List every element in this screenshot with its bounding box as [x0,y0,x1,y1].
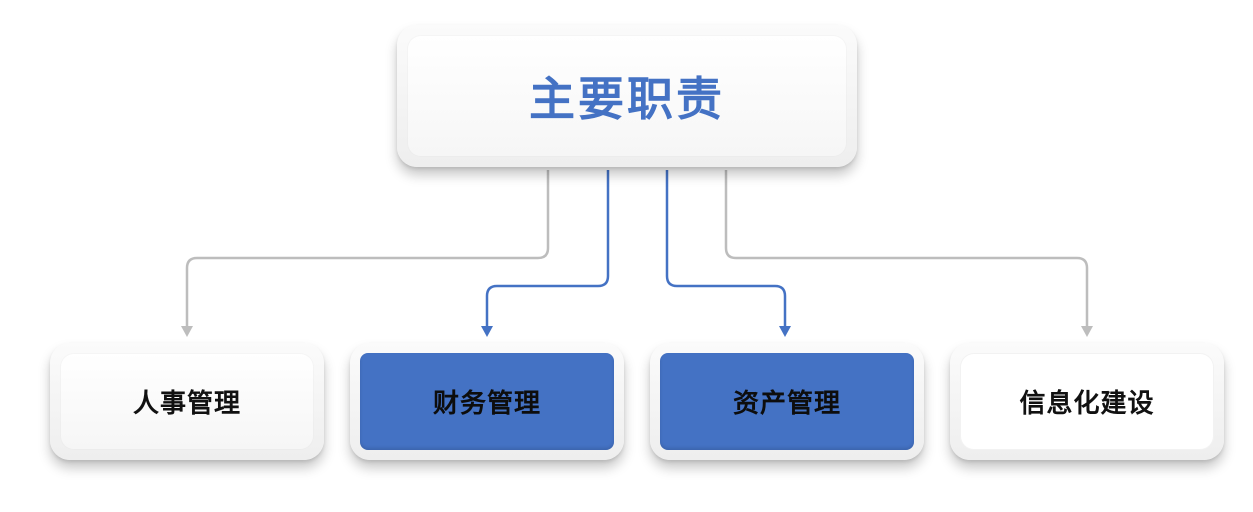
node-finance-label: 财务管理 [432,389,541,419]
node-finance-inner: 财务管理 [360,353,614,450]
root-node-label: 主要职责 [529,72,725,126]
root-node-inner: 主要职责 [407,35,847,157]
node-assets: 资产管理 [650,343,924,460]
connector-to-it [724,170,1093,337]
node-it: 信息化建设 [950,343,1224,460]
node-finance: 财务管理 [350,343,624,460]
node-assets-label: 资产管理 [732,389,841,419]
node-hr-label: 人事管理 [132,389,241,419]
node-assets-inner: 资产管理 [660,353,914,450]
connector-to-hr [181,170,550,337]
connector-to-assets [665,170,791,337]
node-hr: 人事管理 [50,343,324,460]
connector-to-finance [481,170,610,337]
node-it-label: 信息化建设 [1019,389,1155,419]
node-it-inner: 信息化建设 [960,353,1214,450]
node-hr-inner: 人事管理 [60,353,314,450]
root-node: 主要职责 [397,25,857,167]
